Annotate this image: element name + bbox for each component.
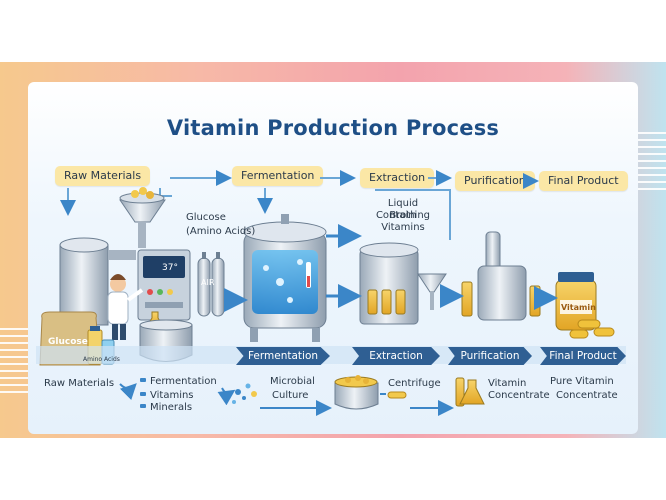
process-pipes xyxy=(224,224,558,312)
vitamin-bottle xyxy=(555,272,597,331)
bottom-list-minerals: Minerals xyxy=(150,402,193,413)
bottom-band xyxy=(36,346,626,364)
broth-label-3: Vitamins xyxy=(381,222,425,233)
stage-final-product: Final Product xyxy=(539,171,628,191)
stage-raw-materials: Raw Materials xyxy=(55,166,151,186)
bottom-raw-materials: Raw Materials xyxy=(44,378,115,389)
stage-fermentation: Fermentation xyxy=(232,166,324,186)
list-bullet-icons xyxy=(140,378,146,408)
jar-label: Amino Acids xyxy=(83,356,120,363)
amino-acids-label: (Amino Acids) xyxy=(186,226,256,237)
display-temperature: 37° xyxy=(162,263,178,273)
chevron-final-product: Final Product xyxy=(540,347,626,365)
bottom-culture-1: Microbial xyxy=(270,376,315,387)
bottom-concentrate-2: Concentrate xyxy=(488,390,550,401)
centrifuge-bowl-icon xyxy=(334,375,379,410)
extraction-unit xyxy=(359,242,447,325)
broth-label-1: Liquid Broth xyxy=(387,198,419,221)
stage-extraction: Extraction xyxy=(360,168,435,188)
bottom-pure-1: Pure Vitamin xyxy=(550,376,614,387)
bottom-pure-2: Concentrate xyxy=(556,390,618,401)
hopper-funnel xyxy=(119,187,166,248)
vitamin-capsules xyxy=(569,319,615,339)
diagram-title: Vitamin Production Process xyxy=(166,116,500,140)
air-label: AIR xyxy=(201,278,215,287)
bottom-culture-2: Culture xyxy=(272,390,309,401)
concentrate-flasks-icon xyxy=(455,377,485,407)
chevron-fermentation: Fermentation xyxy=(236,347,330,365)
bottom-list-fermentation: Fermentation xyxy=(150,376,217,387)
purification-columns xyxy=(461,231,541,321)
fermentation-tank xyxy=(243,214,327,342)
bottom-flow-arrows xyxy=(119,383,454,416)
bottom-centrifuge: Centrifuge xyxy=(388,378,441,389)
air-cylinders xyxy=(197,252,225,317)
chevron-purification: Purification xyxy=(448,347,532,365)
culture-dots-icon xyxy=(232,383,257,404)
capsule-icon xyxy=(387,391,407,399)
glucose-label: Glucose xyxy=(186,212,226,223)
control-panel xyxy=(137,249,191,321)
scientist-figure xyxy=(107,274,144,340)
bottom-list-vitamins: Vitamins xyxy=(150,390,194,401)
sack-label: Glucose xyxy=(48,337,88,347)
vitamin-bottle-label: Vitamin xyxy=(561,303,596,312)
chevron-extraction: Extraction xyxy=(352,347,440,365)
broth-label-2: Containing xyxy=(375,210,431,221)
bottom-concentrate-1: Vitamin xyxy=(488,378,527,389)
stage-purification: Purification xyxy=(455,171,535,191)
